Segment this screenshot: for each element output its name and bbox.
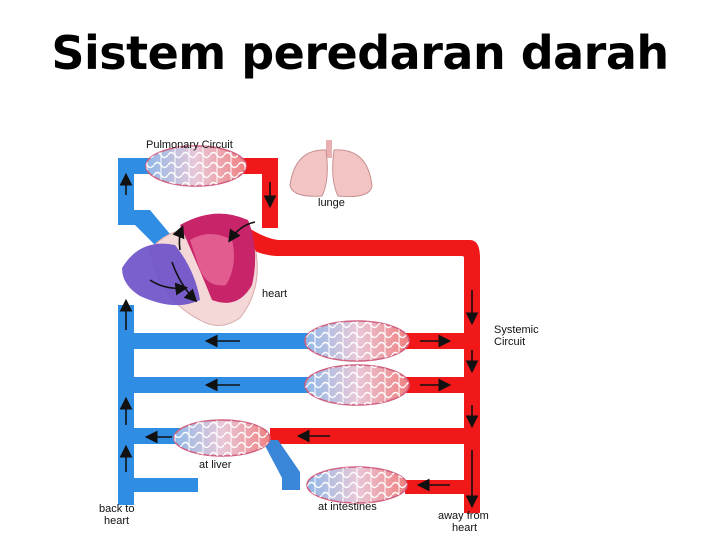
flow-arrows — [119, 172, 479, 509]
label-intestines: at intestines — [318, 501, 377, 513]
capillary-beds — [145, 145, 410, 504]
label-heart: heart — [262, 288, 287, 300]
label-liver: at liver — [199, 459, 232, 471]
systemic-capillary-bed-2 — [304, 364, 410, 406]
label-lungs: lunge — [318, 197, 345, 209]
lungs-icon — [289, 140, 373, 197]
intestine-capillary-bed — [306, 466, 408, 504]
label-pulmonary-circuit: Pulmonary Circuit — [146, 139, 233, 151]
slide-title: Sistem peredaran darah — [51, 26, 669, 80]
label-away-heart: heart — [452, 522, 477, 534]
artery-branch-3 — [270, 428, 480, 444]
label-away-from: away from — [438, 510, 489, 522]
liver-capillary-bed — [173, 419, 271, 457]
label-back-heart: heart — [104, 515, 129, 527]
label-back-to: back to — [99, 503, 134, 515]
label-systemic: Systemic — [494, 324, 539, 336]
portal-vein — [262, 440, 300, 490]
vein-branch-3 — [118, 428, 180, 444]
systemic-capillary-bed-1 — [304, 320, 410, 362]
pulmonary-capillary-bed — [145, 145, 247, 187]
label-circuit: Circuit — [494, 336, 525, 348]
